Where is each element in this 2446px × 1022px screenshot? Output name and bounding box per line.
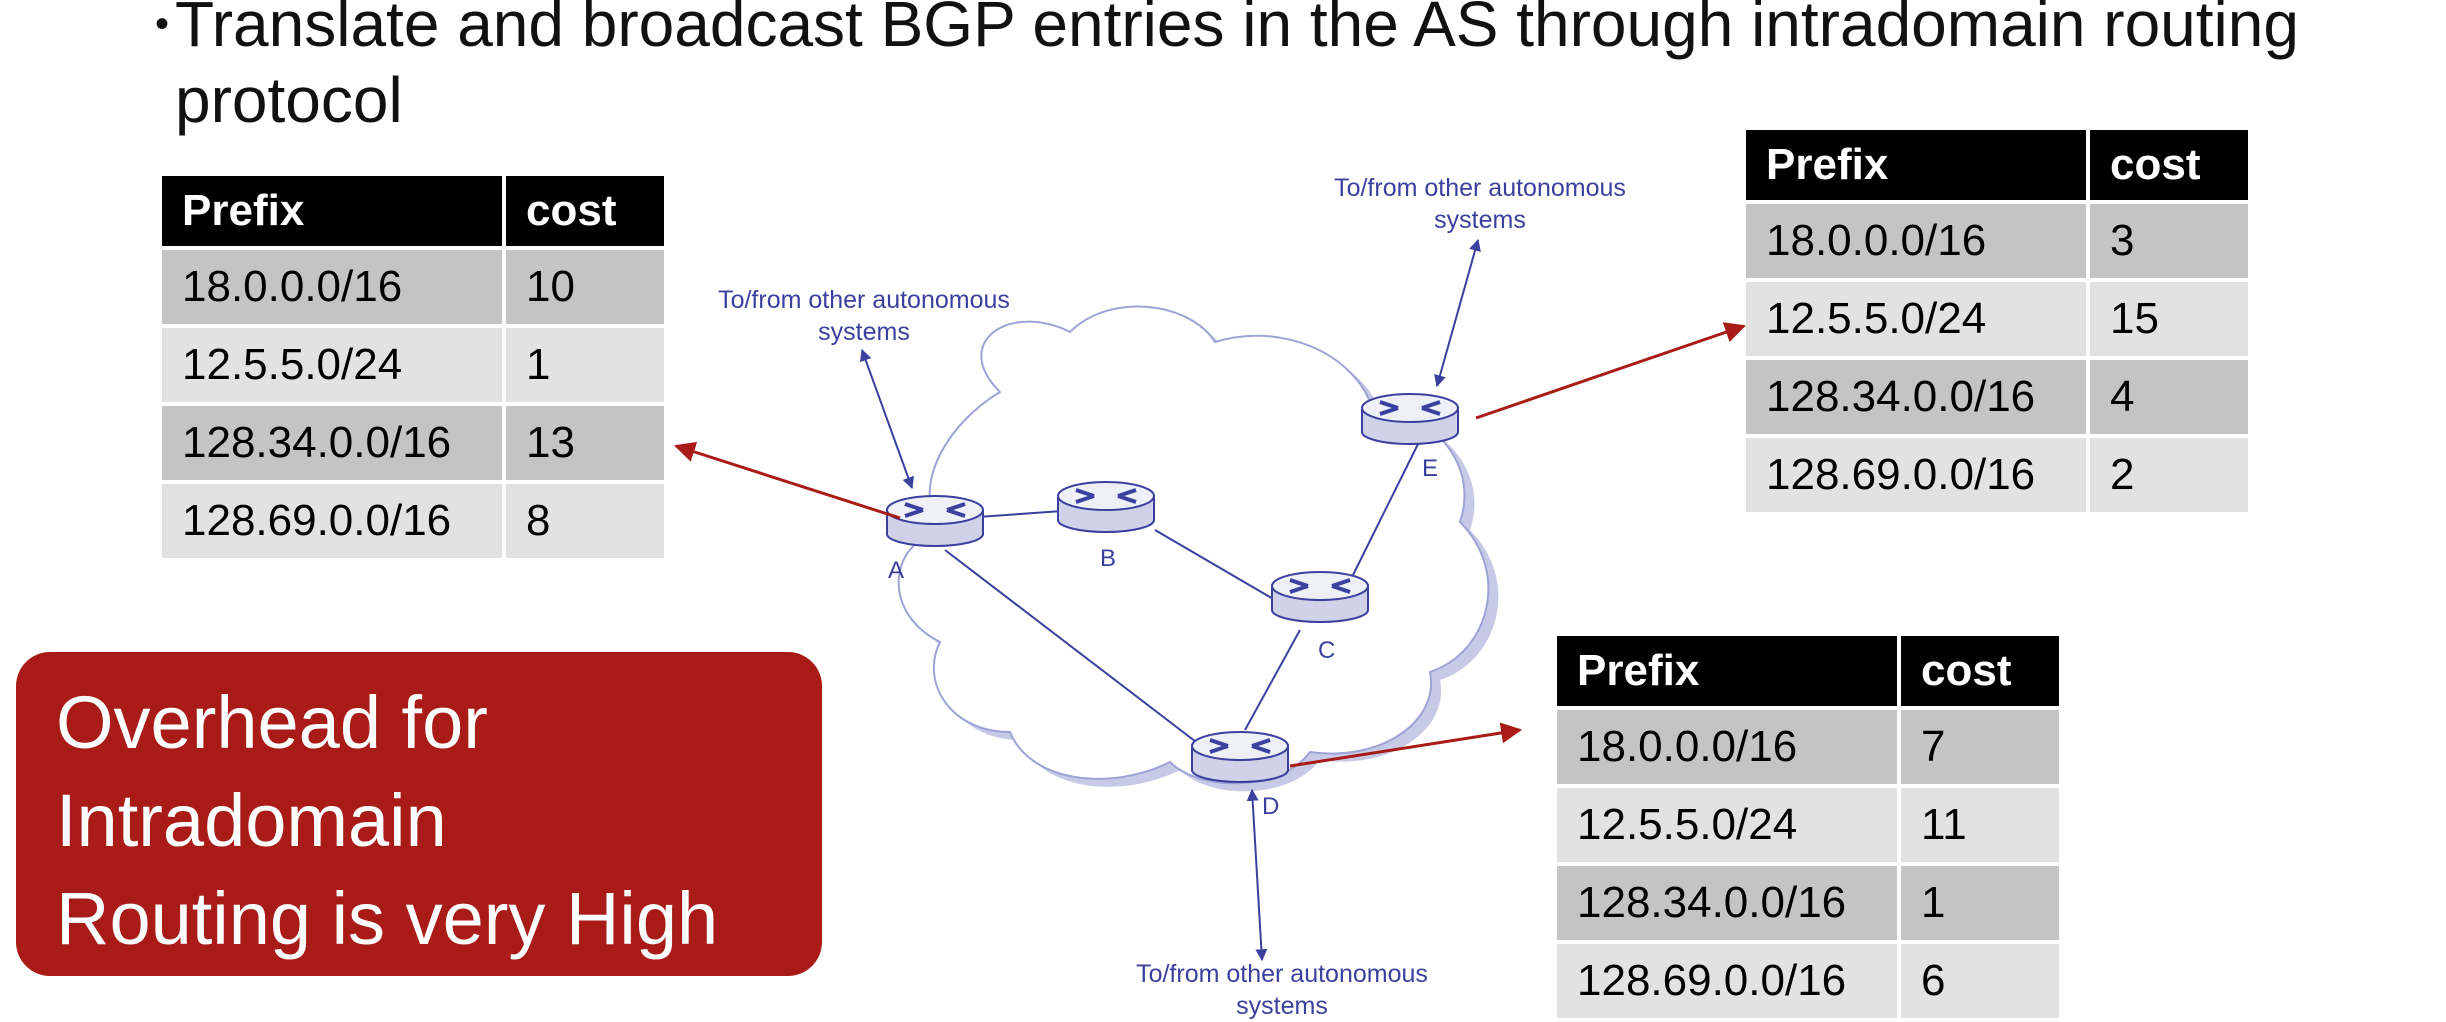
router-label-a: A xyxy=(888,557,904,584)
table-row: 18.0.0.0/16 10 xyxy=(162,250,664,324)
table-row: 128.69.0.0/16 2 xyxy=(1746,438,2248,512)
external-label-a-line1: To/from other autonomous xyxy=(718,286,1010,314)
cost-cell: 10 xyxy=(506,250,664,324)
bullet-dot-icon: • xyxy=(155,2,170,46)
prefix-cell: 128.69.0.0/16 xyxy=(162,484,502,558)
router-c xyxy=(1270,570,1370,624)
prefix-cell: 128.34.0.0/16 xyxy=(1557,866,1897,940)
cost-cell: 1 xyxy=(506,328,664,402)
external-label-d-line1: To/from other autonomous xyxy=(1136,960,1428,988)
external-label-e-line2: systems xyxy=(1434,206,1526,234)
table-header-cost: cost xyxy=(506,176,664,246)
table-row: 128.69.0.0/16 6 xyxy=(1557,944,2059,1018)
routing-table-d: Prefix cost 18.0.0.0/16 7 12.5.5.0/24 11… xyxy=(1553,632,2063,1022)
prefix-cell: 18.0.0.0/16 xyxy=(1746,204,2086,278)
bullet-text: Translate and broadcast BGP entries in t… xyxy=(175,0,2299,136)
prefix-cell: 128.34.0.0/16 xyxy=(1746,360,2086,434)
table-row: 128.69.0.0/16 8 xyxy=(162,484,664,558)
table-header-cost: cost xyxy=(2090,130,2248,200)
router-e xyxy=(1360,392,1460,446)
prefix-cell: 12.5.5.0/24 xyxy=(162,328,502,402)
callout-line-2: Intradomain xyxy=(56,779,447,862)
cost-cell: 1 xyxy=(1901,866,2059,940)
external-label-e-line1: To/from other autonomous xyxy=(1334,174,1626,202)
callout-line-3: Routing is very High xyxy=(56,877,719,960)
cost-cell: 3 xyxy=(2090,204,2248,278)
table-header-prefix: Prefix xyxy=(1746,130,2086,200)
table-row: 12.5.5.0/24 11 xyxy=(1557,788,2059,862)
table-row: 18.0.0.0/16 7 xyxy=(1557,710,2059,784)
cost-cell: 7 xyxy=(1901,710,2059,784)
cost-cell: 8 xyxy=(506,484,664,558)
prefix-cell: 18.0.0.0/16 xyxy=(162,250,502,324)
table-row: 18.0.0.0/16 3 xyxy=(1746,204,2248,278)
router-label-d: D xyxy=(1262,793,1279,820)
callout-text: Overhead for Intradomain Routing is very… xyxy=(56,674,796,968)
table-row: 12.5.5.0/24 15 xyxy=(1746,282,2248,356)
router-d xyxy=(1190,730,1290,784)
prefix-cell: 128.69.0.0/16 xyxy=(1557,944,1897,1018)
prefix-cell: 12.5.5.0/24 xyxy=(1746,282,2086,356)
cost-cell: 11 xyxy=(1901,788,2059,862)
as-cloud xyxy=(897,305,1499,792)
table-row: 128.34.0.0/16 1 xyxy=(1557,866,2059,940)
table-header-cost: cost xyxy=(1901,636,2059,706)
prefix-cell: 18.0.0.0/16 xyxy=(1557,710,1897,784)
router-label-b: B xyxy=(1100,545,1116,572)
cost-cell: 13 xyxy=(506,406,664,480)
router-b xyxy=(1056,480,1156,534)
table-row: 128.34.0.0/16 13 xyxy=(162,406,664,480)
prefix-cell: 12.5.5.0/24 xyxy=(1557,788,1897,862)
cost-cell: 2 xyxy=(2090,438,2248,512)
table-arrows xyxy=(674,322,1746,768)
external-arrows xyxy=(860,238,1481,962)
overhead-callout: Overhead for Intradomain Routing is very… xyxy=(16,652,822,976)
prefix-cell: 128.34.0.0/16 xyxy=(162,406,502,480)
cost-cell: 15 xyxy=(2090,282,2248,356)
routing-table-e: Prefix cost 18.0.0.0/16 3 12.5.5.0/24 15… xyxy=(1742,126,2252,516)
table-header-prefix: Prefix xyxy=(162,176,502,246)
router-a xyxy=(885,494,985,548)
external-label-a-line2: systems xyxy=(818,318,910,346)
prefix-cell: 128.69.0.0/16 xyxy=(1746,438,2086,512)
cost-cell: 6 xyxy=(1901,944,2059,1018)
router-label-c: C xyxy=(1318,637,1335,664)
external-label-d-line2: systems xyxy=(1236,992,1328,1020)
table-row: 128.34.0.0/16 4 xyxy=(1746,360,2248,434)
table-header-prefix: Prefix xyxy=(1557,636,1897,706)
bullet-text-block: • Translate and broadcast BGP entries in… xyxy=(155,0,2325,138)
router-label-e: E xyxy=(1422,455,1438,482)
routing-table-a: Prefix cost 18.0.0.0/16 10 12.5.5.0/24 1… xyxy=(158,172,668,562)
cost-cell: 4 xyxy=(2090,360,2248,434)
table-row: 12.5.5.0/24 1 xyxy=(162,328,664,402)
callout-line-1: Overhead for xyxy=(56,681,488,764)
